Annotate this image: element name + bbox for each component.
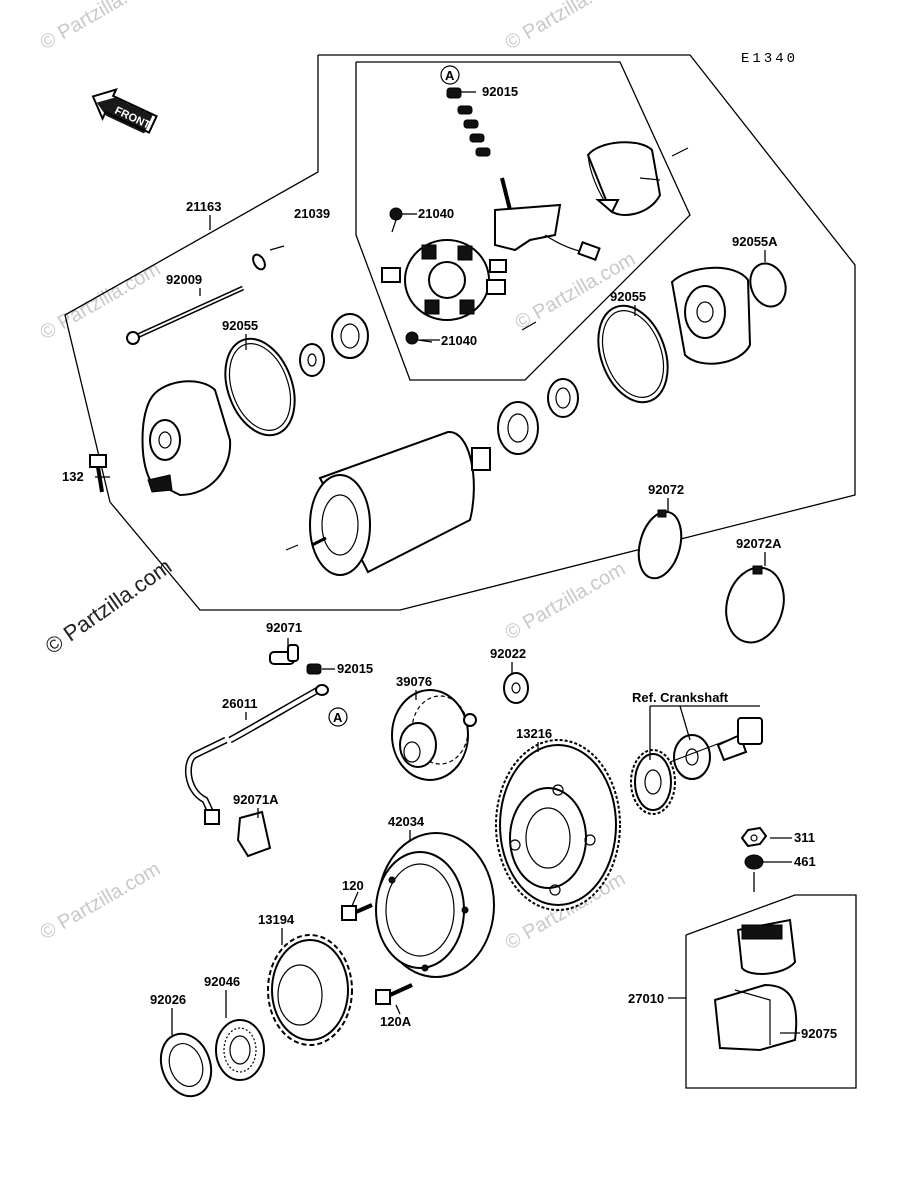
washer-left <box>299 343 325 377</box>
label-461: 461 <box>794 854 816 869</box>
bolt-washer <box>252 253 266 271</box>
label-21040-upper: 21040 <box>418 206 454 221</box>
watermark: © Partzilla.com <box>37 858 165 944</box>
crankshaft-group <box>630 717 763 815</box>
label-92072A: 92072A <box>736 536 782 551</box>
washer-right <box>547 378 579 418</box>
brush-holder <box>381 239 506 321</box>
label-92071A: 92071A <box>233 792 279 807</box>
label-92055-right: 92055 <box>610 289 646 304</box>
one-way-clutch-13194 <box>267 934 353 1046</box>
nut-92015-icon <box>446 87 462 99</box>
circlip-92072 <box>637 510 683 580</box>
watermark: © Partzilla.com <box>502 558 630 644</box>
idle-gear-39076 <box>391 689 477 781</box>
terminal-bolt <box>500 177 512 211</box>
o-ring-small <box>749 262 787 308</box>
nut-92015b-icon <box>306 663 322 675</box>
label-120: 120 <box>342 878 364 893</box>
label-27010: 27010 <box>628 991 664 1006</box>
rotor-42034 <box>375 832 495 978</box>
label-92055-left: 92055 <box>222 318 258 333</box>
spring-stack <box>457 105 491 157</box>
watermark: © Partzilla.com <box>502 0 630 54</box>
yoke-cover <box>586 141 662 216</box>
watermark-main: © Partzilla.com <box>41 554 177 660</box>
label-ref-crankshaft: Ref. Crankshaft <box>632 690 729 705</box>
bolt-120 <box>341 903 373 921</box>
screw-132 <box>89 454 107 493</box>
front-arrow: FRONT <box>91 87 158 134</box>
label-42034: 42034 <box>388 814 425 829</box>
label-92072: 92072 <box>648 482 684 497</box>
o-ring-right <box>597 304 669 404</box>
label-26011: 26011 <box>222 696 257 711</box>
relay-box-outline <box>685 894 857 1089</box>
armature-shaft <box>471 447 491 471</box>
brush-set-outline <box>355 61 691 381</box>
ring-gear-13216 <box>495 739 621 911</box>
label-21039: 21039 <box>294 206 330 221</box>
label-92026: 92026 <box>150 992 186 1007</box>
nut-311 <box>740 826 768 848</box>
label-21163: 21163 <box>186 199 221 214</box>
circlip-92072A <box>725 566 785 644</box>
washer-92026 <box>159 1032 213 1098</box>
bearing-right <box>497 401 539 455</box>
washer-92022 <box>503 672 529 704</box>
label-92055A: 92055A <box>732 234 778 249</box>
label-92071: 92071 <box>266 620 302 635</box>
o-ring-left <box>224 337 296 437</box>
ref-a-label: A <box>445 68 455 83</box>
right-end-cover <box>670 266 752 365</box>
label-132: 132 <box>62 469 84 484</box>
label-120A: 120A <box>380 1014 412 1029</box>
ref-a-label-lower: A <box>333 710 343 725</box>
left-end-cover <box>141 380 232 497</box>
label-13216: 13216 <box>516 726 552 741</box>
brush-spring-upper <box>389 207 403 233</box>
label-92015-lower: 92015 <box>337 661 373 676</box>
ref-circle-a <box>440 65 460 85</box>
starter-relay <box>713 918 798 1052</box>
cable-boot-92071A <box>236 810 272 858</box>
label-92015: 92015 <box>482 84 518 99</box>
through-bolt-92009 <box>126 285 245 345</box>
part-labels: 92015 21163 21039 21040 21040 92009 9205… <box>62 84 837 1041</box>
needle-bearing-92046 <box>215 1019 265 1081</box>
bearing-left <box>331 313 369 359</box>
label-39076: 39076 <box>396 674 432 689</box>
label-13194: 13194 <box>258 912 295 927</box>
diagram-code: E1340 <box>741 51 798 67</box>
brush-plate-arm <box>494 203 562 252</box>
label-311: 311 <box>794 830 815 845</box>
watermark: © Partzilla.com <box>37 0 165 54</box>
brush-spring-lower <box>405 331 433 345</box>
washer-461 <box>744 854 764 870</box>
starter-assembly-outline <box>64 54 856 611</box>
assembly-arrows <box>269 147 689 551</box>
label-92046: 92046 <box>204 974 240 989</box>
armature-yoke <box>309 430 491 576</box>
bolt-120A <box>375 983 413 1005</box>
leader-lines <box>95 91 800 1035</box>
label-92022: 92022 <box>490 646 526 661</box>
label-92075: 92075 <box>801 1026 837 1041</box>
starter-cable: A <box>184 644 348 825</box>
label-21040-lower: 21040 <box>441 333 477 348</box>
label-92009: 92009 <box>166 272 202 287</box>
brush-parts: A <box>381 65 601 345</box>
